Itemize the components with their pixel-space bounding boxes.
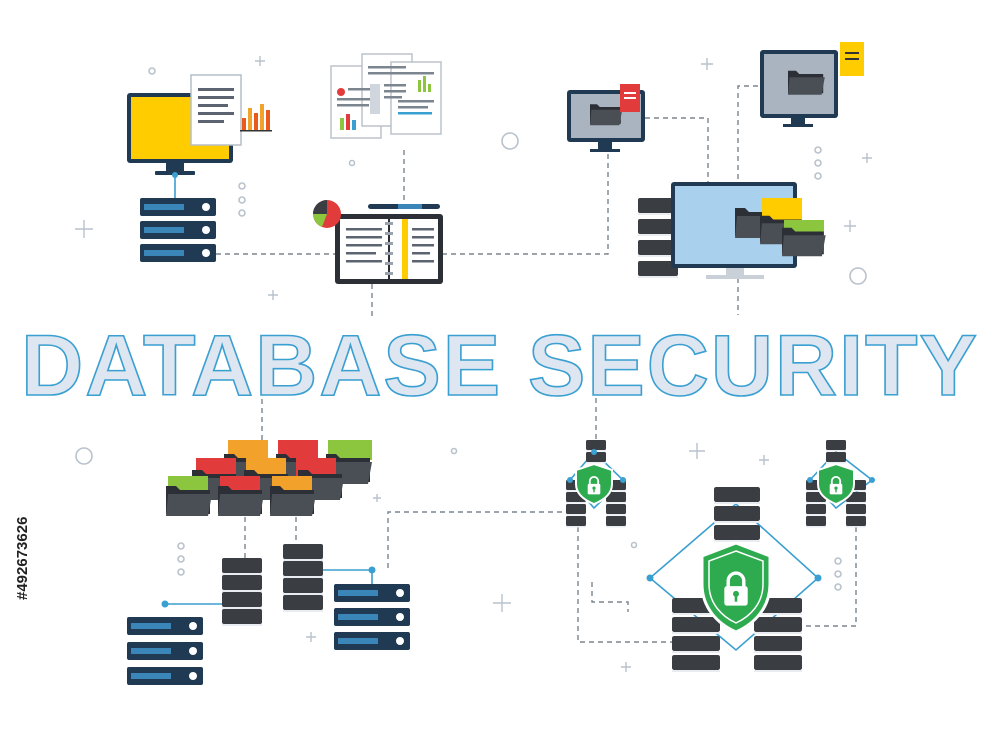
page-title: DATABASE SECURITY — [21, 318, 979, 414]
server-rack-bottom-middle — [334, 584, 410, 650]
large-monitor-icon — [760, 42, 864, 127]
small-monitor-icon — [567, 84, 645, 152]
pen-icon — [368, 204, 440, 209]
server-rack-bottom-left — [127, 617, 203, 685]
decor-sparkles — [75, 56, 872, 672]
folder-cluster-icon — [166, 440, 372, 516]
server-rack-top-left — [140, 198, 216, 262]
database-disks-left-2 — [283, 544, 323, 612]
connection-lines — [216, 85, 857, 643]
database-disks-left-1 — [222, 558, 262, 626]
pie-chart-icon — [313, 200, 341, 228]
decor-circles — [75, 67, 867, 591]
network-nodes — [161, 172, 875, 608]
notebook-icon — [335, 214, 443, 284]
shield-small-right-icon — [817, 462, 855, 506]
report-documents-icon — [330, 53, 442, 139]
shield-small-left-icon — [575, 462, 613, 506]
document-icon — [190, 74, 242, 146]
blue-screen-monitor-icon — [671, 182, 826, 279]
shield-large-icon — [700, 541, 772, 634]
stock-id-label: #492673626 — [14, 517, 31, 600]
bar-chart-icon — [240, 104, 272, 132]
